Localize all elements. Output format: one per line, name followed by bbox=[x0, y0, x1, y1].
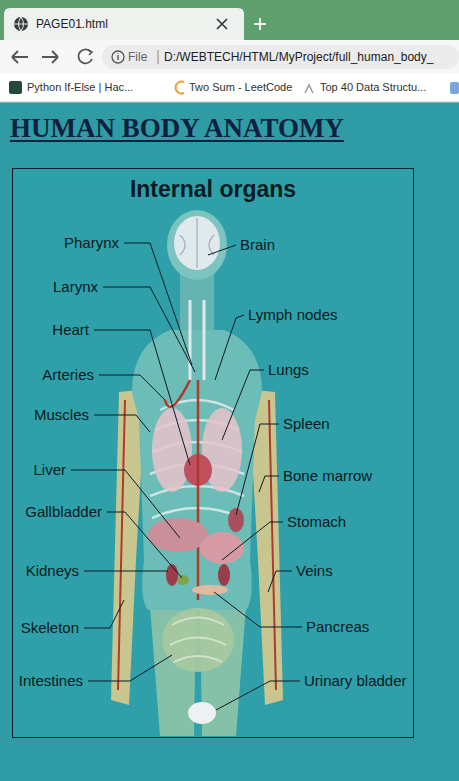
organ-label: Larynx bbox=[53, 278, 98, 296]
organ-label: Arteries bbox=[42, 366, 94, 384]
tab bbox=[4, 8, 244, 40]
tab-title: PAGE01.html bbox=[36, 17, 108, 31]
bookmark-icon bbox=[176, 82, 184, 94]
back-icon bbox=[12, 51, 28, 63]
bookmark-icon bbox=[9, 81, 22, 94]
url-box bbox=[102, 45, 459, 69]
organ-label: Kidneys bbox=[26, 562, 79, 580]
organ-label: Stomach bbox=[287, 513, 346, 531]
organ-label: Lymph nodes bbox=[248, 306, 338, 324]
organ-label: Pancreas bbox=[306, 618, 369, 636]
organ-label: Spleen bbox=[283, 415, 330, 433]
organ-label: Urinary bladder bbox=[304, 672, 407, 690]
tab-icon bbox=[14, 17, 28, 31]
page-heading: HUMAN BODY ANATOMY bbox=[10, 112, 344, 144]
bookmark-icon bbox=[450, 82, 459, 94]
new-tab-icon bbox=[254, 18, 266, 30]
organ-label: Intestines bbox=[19, 672, 83, 690]
panel-heading: Internal organs bbox=[13, 175, 413, 203]
organ-label: Gallbladder bbox=[25, 503, 102, 521]
info-icon bbox=[112, 51, 124, 63]
organ-label: Brain bbox=[240, 236, 275, 254]
bookmark-bar bbox=[0, 74, 459, 102]
bookmark-link: Two Sum - LeetCode bbox=[189, 81, 292, 94]
bookmark-link: Top 40 Data Structu... bbox=[320, 81, 426, 94]
url-separator bbox=[158, 50, 159, 64]
address-row bbox=[0, 40, 459, 74]
url-scheme: File bbox=[128, 50, 147, 64]
organ-label: Muscles bbox=[34, 406, 89, 424]
organ-label: Heart bbox=[52, 321, 89, 339]
organ-label: Veins bbox=[296, 562, 333, 580]
forward-icon bbox=[42, 51, 58, 63]
organ-label: Bone marrow bbox=[283, 467, 372, 485]
organ-label: Skeleton bbox=[21, 619, 79, 637]
image-panel bbox=[12, 168, 414, 738]
organ-label: Liver bbox=[33, 461, 66, 479]
tab-strip bbox=[0, 0, 459, 40]
image-frame: Internal organs bbox=[12, 168, 414, 738]
bookmark-icon bbox=[305, 85, 313, 93]
url-path: D:/WEBTECH/HTML/MyProject/full_human_bod… bbox=[164, 50, 433, 64]
organ-label: Pharynx bbox=[64, 234, 119, 252]
close-icon bbox=[217, 19, 227, 29]
reload-icon bbox=[79, 49, 92, 63]
organ-label: Lungs bbox=[268, 361, 309, 379]
bookmark-link: Python If-Else | Hac... bbox=[27, 81, 133, 94]
human-body bbox=[111, 210, 283, 736]
